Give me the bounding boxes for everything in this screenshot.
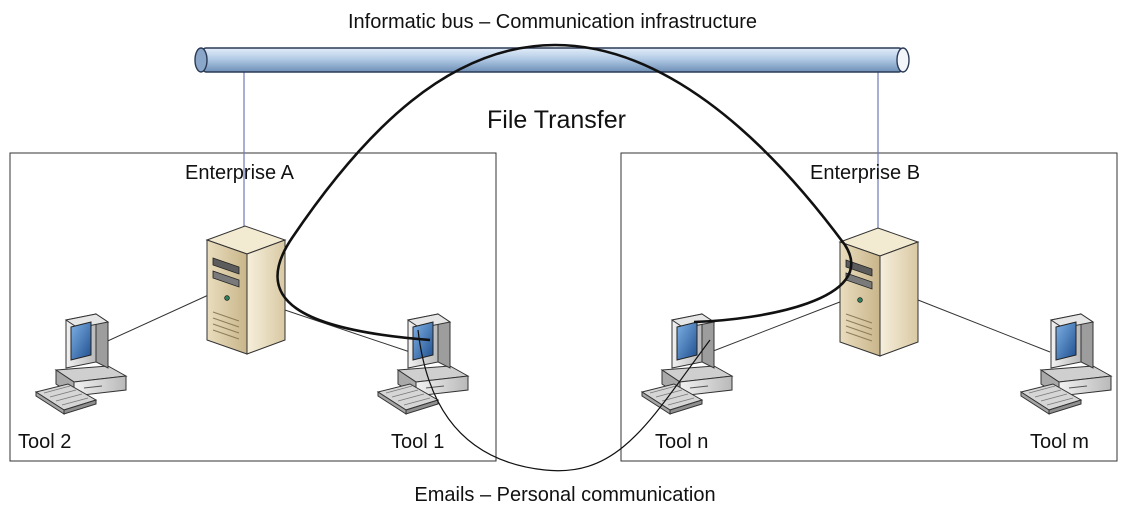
file-transfer-arc (276, 43, 853, 342)
link-server-a-tool1 (269, 304, 411, 353)
tool-m-label: Tool m (1030, 431, 1089, 453)
email-curve (417, 329, 711, 472)
file-transfer-label: File Transfer (487, 106, 626, 134)
computer-tool-n (641, 313, 733, 415)
link-server-a-tool2 (87, 291, 216, 351)
enterprise-b-label: Enterprise B (810, 162, 921, 184)
tool-n-label: Tool n (655, 431, 709, 453)
computer-tool-1 (377, 313, 469, 415)
enterprise-a-label: Enterprise A (185, 162, 294, 184)
server-enterprise-b (839, 227, 919, 357)
tool-2-label: Tool 2 (18, 431, 72, 453)
link-server-b-toolm (917, 299, 1051, 353)
informatic-bus-pipe (194, 47, 910, 73)
link-server-b-tooln (689, 299, 846, 361)
bus-label: Informatic bus – Communication infrastru… (347, 11, 758, 33)
enterprise-b-box (620, 152, 1118, 462)
emails-label: Emails – Personal communication (414, 484, 716, 506)
server-enterprise-a (206, 225, 286, 355)
computer-tool-2 (35, 313, 127, 415)
computer-tool-m (1020, 313, 1112, 415)
enterprise-a-box (9, 152, 497, 462)
tool-1-label: Tool 1 (391, 431, 445, 453)
